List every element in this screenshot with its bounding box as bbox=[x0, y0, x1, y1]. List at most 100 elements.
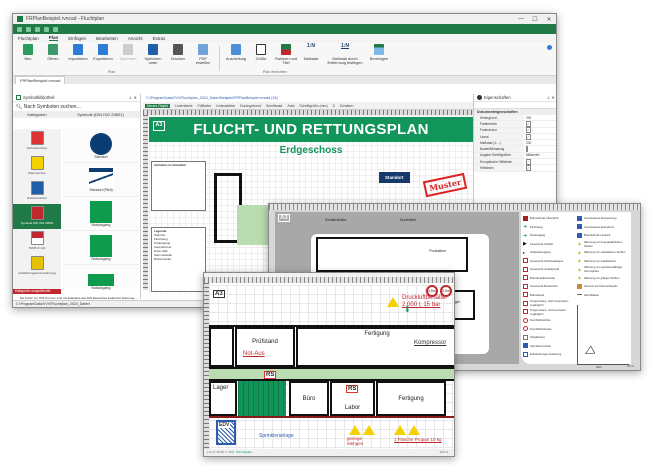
warning-triangle-icon bbox=[394, 425, 406, 435]
legend-item: Durchfahrtshöhe bbox=[523, 316, 575, 325]
hidden-categories-link[interactable]: Kategorien ausgeblendet bbox=[13, 289, 61, 294]
category-item[interactable]: TRVB O 121 bbox=[13, 229, 61, 254]
tab-ansicht[interactable]: Ansicht bbox=[127, 35, 143, 41]
exit-arrow-left-icon bbox=[88, 273, 114, 286]
floor-plan-canvas[interactable]: A3 Druckluftbehälter 2.000 l, 15 bar ⬇ D… bbox=[209, 285, 454, 449]
alignment-button[interactable]: Ausrichtung bbox=[225, 44, 247, 73]
tab-einfuegen[interactable]: Einfügen bbox=[68, 35, 87, 41]
symbol-item[interactable]: Notausgang bbox=[63, 231, 139, 265]
symbol-item[interactable]: Standort bbox=[63, 129, 139, 163]
pin-icon[interactable]: ⊥ bbox=[546, 95, 551, 100]
new-button[interactable]: Neu bbox=[17, 44, 39, 73]
horizontal-ruler bbox=[204, 277, 454, 283]
font-dropdown[interactable]: Arial bbox=[287, 103, 295, 108]
symbols-header: Symbole (DIN ISO 23601) bbox=[77, 112, 124, 117]
flag-icon: ▶ bbox=[523, 241, 527, 248]
control-panel-icon bbox=[523, 283, 528, 289]
pdf-button[interactable]: PDF erstellen bbox=[192, 44, 214, 73]
symbol-item[interactable]: Notausgang bbox=[63, 197, 139, 231]
category-item[interactable]: Warnzeichen bbox=[13, 154, 61, 179]
fill-color-dropdown[interactable]: Füllfarbe bbox=[197, 103, 212, 108]
symbol-item[interactable]: Standort (Pfeil) bbox=[63, 163, 139, 197]
import-button[interactable]: Importieren bbox=[67, 44, 89, 73]
font-size-input[interactable]: 3 bbox=[332, 103, 335, 108]
arrow-down-icon: ⬇ bbox=[404, 305, 411, 314]
warning-triangle-icon bbox=[363, 425, 375, 435]
category-item-selected[interactable]: Symbole DIN ISO 23601 bbox=[13, 204, 61, 229]
cleanup-button[interactable]: Bereinigen bbox=[368, 44, 390, 73]
property-row: Farbbereich✓ bbox=[474, 120, 556, 128]
legend-item: Zaun/Mauer bbox=[577, 291, 629, 300]
tab-bearbeiten[interactable]: Bearbeiten bbox=[96, 35, 118, 41]
location-arrow-icon bbox=[89, 167, 113, 188]
water-inlet-icon bbox=[577, 215, 582, 221]
close-panel-icon[interactable]: ✕ bbox=[133, 95, 137, 100]
checkbox[interactable] bbox=[526, 146, 528, 153]
qat-redo-icon[interactable] bbox=[53, 26, 58, 32]
properties-icon bbox=[477, 95, 482, 100]
zoom-level[interactable]: 88 % bbox=[627, 364, 634, 368]
checkbox[interactable]: ✓ bbox=[526, 158, 531, 165]
room-labor: Labor bbox=[330, 381, 375, 416]
legend-item: ▲Warnung vor radioaktiven Stoffen bbox=[577, 249, 626, 256]
export-icon bbox=[98, 44, 108, 55]
tab-extras[interactable]: Extras bbox=[152, 35, 166, 41]
object-selector[interactable] bbox=[474, 102, 556, 109]
symbol-list: Standort Standort (Pfeil) Notausgang Not… bbox=[63, 129, 139, 299]
qat-save-icon[interactable] bbox=[35, 26, 40, 32]
objects-count: 700 Objekte bbox=[235, 450, 252, 454]
prohibition-sign-icon bbox=[30, 131, 44, 145]
minimize-button[interactable]: — bbox=[518, 16, 524, 22]
shadow-dropdown[interactable]: Schatten bbox=[339, 103, 354, 108]
symbol-search-input[interactable]: 🔍︎ Nach Symbolen suchen... bbox=[16, 103, 81, 110]
zoom-level[interactable]: 100 % bbox=[439, 450, 448, 454]
new-object-button[interactable]: Neues Objekt bbox=[145, 103, 171, 108]
qat-new-icon[interactable] bbox=[17, 26, 22, 32]
print-button[interactable]: Drucken bbox=[167, 44, 189, 73]
line-width-dropdown[interactable]: Linienstärke bbox=[216, 103, 236, 108]
qat-undo-icon[interactable] bbox=[44, 26, 49, 32]
property-row: Bauteilfüllmalung bbox=[474, 146, 556, 153]
standort-callout: Standort bbox=[379, 172, 410, 183]
riser-icon bbox=[523, 334, 528, 340]
category-item[interactable]: Gebotszeichen bbox=[13, 179, 61, 204]
symbol-item[interactable]: Notausgang bbox=[63, 265, 139, 299]
export-button[interactable]: Exportieren bbox=[92, 44, 114, 73]
pdf-icon bbox=[198, 44, 208, 55]
maximize-button[interactable]: ☐ bbox=[532, 16, 538, 23]
triangle-icon: ▸ bbox=[523, 249, 526, 255]
checkbox[interactable]: ✓ bbox=[526, 127, 531, 134]
save-button[interactable]: Speichern bbox=[117, 44, 139, 73]
group-label-plan: Plan bbox=[108, 70, 116, 74]
trvb-sign-icon bbox=[30, 231, 44, 245]
size-button[interactable]: Größe bbox=[250, 44, 272, 73]
close-button[interactable]: ✕ bbox=[546, 16, 552, 23]
category-item[interactable]: Gefährdungskennzeichnung bbox=[13, 254, 61, 279]
help-icon[interactable] bbox=[547, 45, 552, 50]
legend-item: Brandschutz-Hydrant bbox=[577, 231, 629, 240]
checkbox[interactable]: ✓ bbox=[526, 120, 531, 127]
tab-fluchtplan[interactable]: Fluchtplan bbox=[18, 35, 39, 41]
qat-open-icon[interactable] bbox=[26, 26, 31, 32]
pin-icon[interactable]: ⊥ bbox=[128, 95, 133, 100]
legend-item: ▲Warnung vor Gasflaschen bbox=[577, 258, 617, 265]
line-color-dropdown[interactable]: Linienfarbe bbox=[175, 103, 193, 108]
document-tab[interactable]: FRPlanBeispiel.rvncad bbox=[15, 76, 66, 84]
close-panel-icon[interactable]: ✕ bbox=[551, 95, 555, 100]
open-button[interactable]: Öffnen bbox=[42, 44, 64, 73]
line-style-dropdown[interactable]: Durchgehend bbox=[240, 103, 262, 108]
frame-title-button[interactable]: Rahmen und Titel bbox=[275, 44, 297, 73]
checkbox[interactable]: ✓ bbox=[526, 165, 531, 172]
warning-triangle-icon: ▲ bbox=[577, 241, 582, 248]
legend-item: Treppenhaus, mit Feuerwehr-zugänglich bbox=[523, 308, 575, 317]
legend-item: Brandschutz-Übersicht bbox=[523, 214, 575, 223]
legend-item: Treppenhaus, nicht Feuerwehr-zugänglich bbox=[523, 299, 575, 308]
save-as-button[interactable]: Speichern unter bbox=[142, 44, 164, 73]
checkbox[interactable]: ✓ bbox=[526, 133, 531, 140]
tab-plan[interactable]: Plan bbox=[48, 35, 59, 41]
category-item[interactable]: Verbotszeichen bbox=[13, 129, 61, 154]
legend-item: Feuerwehr-Schlüsseldepot bbox=[523, 257, 575, 266]
